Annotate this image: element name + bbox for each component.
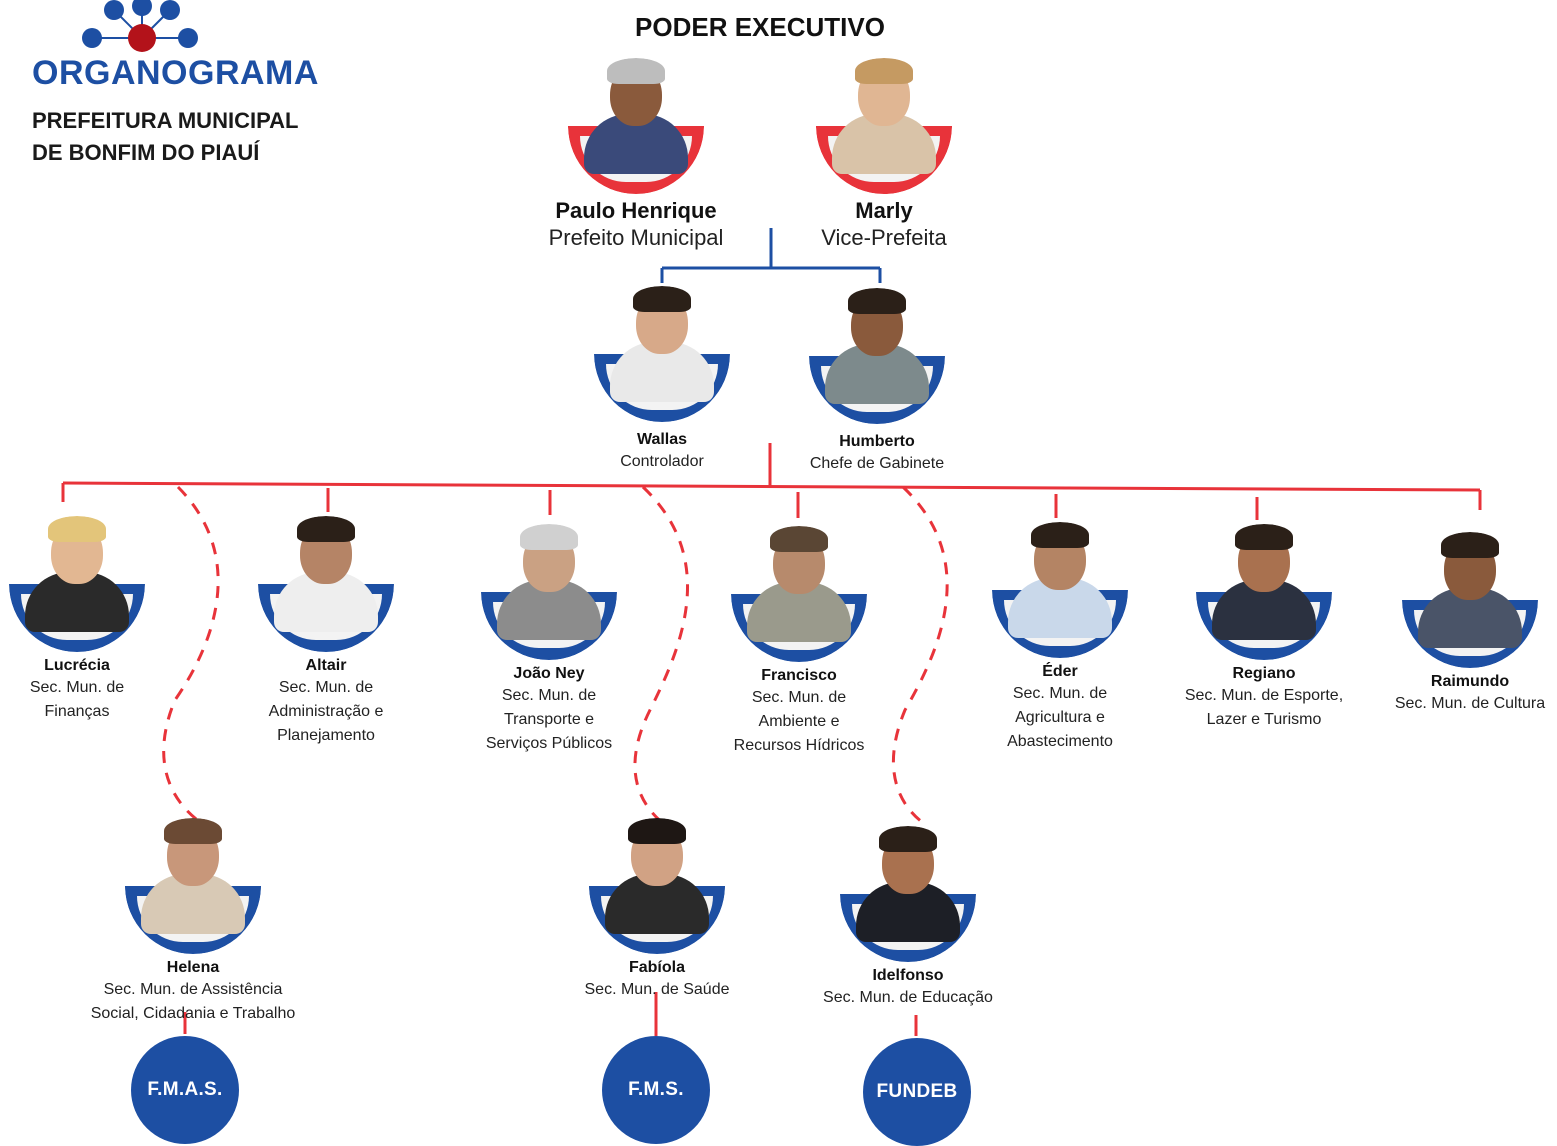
person-role: Sec. Mun. de Cultura (1394, 695, 1546, 712)
person-role: Sec. Mun. de Ambiente e Recursos Hídrico… (733, 689, 865, 754)
secretaries-connector (61, 443, 1482, 1036)
avatar (992, 522, 1128, 658)
org-name-line2: DE BONFIM DO PIAUÍ (32, 140, 260, 165)
person-role: Sec. Mun. de Administração e Planejament… (268, 679, 384, 744)
person-name: Paulo Henrique (555, 198, 717, 223)
brand-title: ORGANOGRAMA (32, 54, 319, 92)
person-name: Francisco (761, 667, 837, 684)
person-name: Fabíola (628, 959, 685, 976)
avatar (809, 288, 945, 424)
executive-mayor: Paulo Henrique Prefeito Municipal (516, 58, 756, 252)
person-role: Sec. Mun. de Assistência Social, Cidadan… (90, 981, 296, 1022)
person-name: Éder (1042, 663, 1078, 680)
executive-connector (660, 228, 882, 283)
person-name: Raimundo (1430, 673, 1510, 690)
person-name: Lucrécia (44, 657, 110, 674)
person-name: Idelfonso (872, 967, 944, 984)
person-name: Marly (855, 198, 913, 223)
avatar (258, 516, 394, 652)
secretary-administration: Altair Sec. Mun. de Administração e Plan… (206, 516, 446, 748)
person-role: Sec. Mun. de Saúde (584, 981, 730, 998)
avatar (481, 524, 617, 660)
secretary-culture: Raimundo Sec. Mun. de Cultura (1350, 532, 1557, 716)
avatar (125, 818, 261, 954)
person-role: Sec. Mun. de Finanças (29, 679, 125, 720)
avatar (589, 818, 725, 954)
person-name: Altair (305, 657, 347, 674)
person-name: João Ney (513, 665, 585, 682)
avatar (568, 58, 704, 194)
person-name: Humberto (839, 433, 915, 450)
organogram-logo-icon (82, 0, 198, 52)
avatar (816, 58, 952, 194)
person-name: Helena (166, 959, 220, 976)
fund-fmas: F.M.A.S. (131, 1036, 239, 1144)
page-heading: PODER EXECUTIVO (635, 12, 885, 42)
fund-fundeb: FUNDEB (863, 1038, 971, 1146)
executive-vice-mayor: Marly Vice-Prefeita (764, 58, 1004, 252)
person-role: Controlador (620, 453, 704, 470)
secretary-agriculture: Éder Sec. Mun. de Agricultura e Abasteci… (940, 522, 1180, 754)
org-name-line1: PREFEITURA MUNICIPAL (32, 108, 299, 133)
person-name: Regiano (1232, 665, 1296, 682)
avatar (594, 286, 730, 422)
person-name: Wallas (636, 431, 688, 448)
secretary-health: Fabíola Sec. Mun. de Saúde (537, 818, 777, 1002)
secretary-transport: João Ney Sec. Mun. de Transporte e Servi… (429, 524, 669, 756)
avatar (9, 516, 145, 652)
secretary-social-assistance: Helena Sec. Mun. de Assistência Social, … (73, 818, 313, 1026)
person-role: Prefeito Municipal (548, 225, 724, 250)
secretary-environment: Francisco Sec. Mun. de Ambiente e Recurs… (679, 526, 919, 758)
person-role: Chefe de Gabinete (809, 455, 945, 472)
avatar (1196, 524, 1332, 660)
avatar (840, 826, 976, 962)
staff-controller: Wallas Controlador (542, 286, 782, 474)
avatar (731, 526, 867, 662)
secretary-education: Idelfonso Sec. Mun. de Educação (788, 826, 1028, 1010)
staff-chief-of-staff: Humberto Chefe de Gabinete (757, 288, 997, 476)
avatar (1402, 532, 1538, 668)
person-role: Sec. Mun. de Esporte, Lazer e Turismo (1184, 687, 1344, 728)
person-role: Vice-Prefeita (821, 225, 947, 250)
fund-fms: F.M.S. (602, 1036, 710, 1144)
person-role: Sec. Mun. de Transporte e Serviços Públi… (485, 687, 613, 752)
person-role: Sec. Mun. de Educação (823, 989, 993, 1006)
subordinate-dashed-connectors (162, 485, 949, 827)
secretary-finance: Lucrécia Sec. Mun. de Finanças (0, 516, 197, 724)
person-role: Sec. Mun. de Agricultura e Abastecimento (1007, 685, 1113, 750)
secretary-sports: Regiano Sec. Mun. de Esporte, Lazer e Tu… (1144, 524, 1384, 732)
